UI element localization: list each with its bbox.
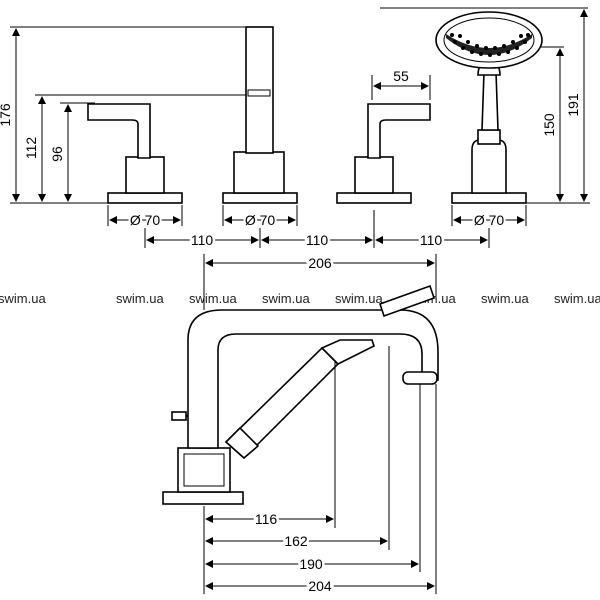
diameter-dimension-1: Ø 70 — [107, 205, 183, 230]
spacing-dimensions: 110 110 110 — [144, 210, 490, 251]
svg-text:55: 55 — [393, 68, 409, 84]
dimension-116: 116 — [205, 509, 334, 530]
svg-text:162: 162 — [284, 533, 308, 549]
svg-text:191: 191 — [565, 93, 581, 117]
svg-text:204: 204 — [308, 578, 332, 594]
diameter-dimension-3: Ø 70 — [451, 205, 527, 230]
dimension-190: 190 — [205, 554, 419, 575]
hand-shower-front — [435, 11, 543, 204]
spacing-label-3: 110 — [420, 232, 443, 248]
left-handle-front — [87, 103, 183, 204]
dimension-162: 162 — [205, 531, 388, 552]
watermark-row: swim.ua swim.ua swim.ua swim.ua swim.ua … — [0, 291, 600, 306]
dimension-112: 112 — [23, 96, 46, 202]
diameter-dimension-2: Ø 70 — [222, 205, 298, 230]
spout-front — [222, 26, 298, 204]
svg-text:176: 176 — [0, 103, 13, 127]
watermark: swim.ua — [116, 291, 164, 306]
watermark: swim.ua — [262, 291, 310, 306]
dimension-150: 150 — [541, 48, 564, 202]
watermark: swim.ua — [554, 291, 600, 306]
watermark: swim.ua — [481, 291, 529, 306]
dimension-55: 55 — [371, 68, 431, 100]
dimension-176: 176 — [0, 28, 20, 202]
dimension-204: 204 — [205, 576, 435, 597]
svg-text:112: 112 — [23, 137, 39, 160]
svg-text:190: 190 — [299, 556, 323, 572]
svg-text:Ø 70: Ø 70 — [474, 212, 505, 228]
spacing-label-1: 110 — [191, 232, 214, 248]
svg-text:150: 150 — [541, 113, 557, 137]
right-handle-front — [336, 103, 431, 204]
watermark: swim.ua — [0, 291, 46, 306]
svg-text:Ø 70: Ø 70 — [245, 212, 276, 228]
watermark: swim.ua — [335, 291, 383, 306]
svg-text:116: 116 — [255, 511, 278, 527]
svg-text:206: 206 — [308, 255, 332, 271]
svg-text:Ø 70: Ø 70 — [130, 212, 161, 228]
side-view-faucet — [162, 284, 439, 505]
dimension-206: 206 — [203, 253, 437, 310]
watermark: swim.ua — [189, 291, 237, 306]
svg-text:96: 96 — [49, 146, 65, 162]
spacing-label-2: 110 — [306, 232, 329, 248]
dimension-96: 96 — [49, 104, 72, 202]
dimension-191: 191 — [565, 9, 588, 202]
side-reference-lines — [203, 346, 437, 594]
